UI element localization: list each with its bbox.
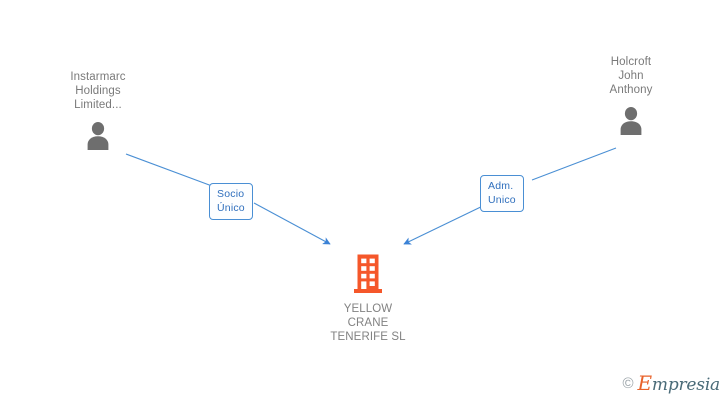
company-center-label: YELLOW CRANE TENERIFE SL bbox=[330, 303, 406, 343]
brand-initial: E bbox=[637, 371, 653, 395]
building-icon bbox=[354, 254, 382, 293]
node-person-left[interactable]: Instarmarc Holdings Limited... bbox=[23, 70, 173, 150]
person-icon bbox=[87, 122, 109, 150]
brand-wordmark: Empresia bbox=[638, 373, 721, 394]
node-company-center[interactable]: YELLOW CRANE TENERIFE SL bbox=[278, 253, 458, 344]
relation-label-adm-unico[interactable]: Adm. Unico bbox=[480, 175, 524, 212]
person-right-label: Holcroft John Anthony bbox=[609, 56, 653, 96]
person-left-figure bbox=[23, 118, 173, 150]
brand-rest: mpresia bbox=[651, 375, 720, 395]
company-figure bbox=[278, 253, 458, 295]
relation-label-socio-unico[interactable]: Socio Único bbox=[209, 183, 253, 220]
person-left-label: Instarmarc Holdings Limited... bbox=[70, 71, 126, 111]
node-person-right[interactable]: Holcroft John Anthony bbox=[556, 55, 706, 135]
person-icon bbox=[620, 107, 642, 135]
watermark: © Empresia bbox=[622, 373, 720, 394]
copyright-icon: © bbox=[622, 375, 634, 392]
person-right-figure bbox=[556, 103, 706, 135]
